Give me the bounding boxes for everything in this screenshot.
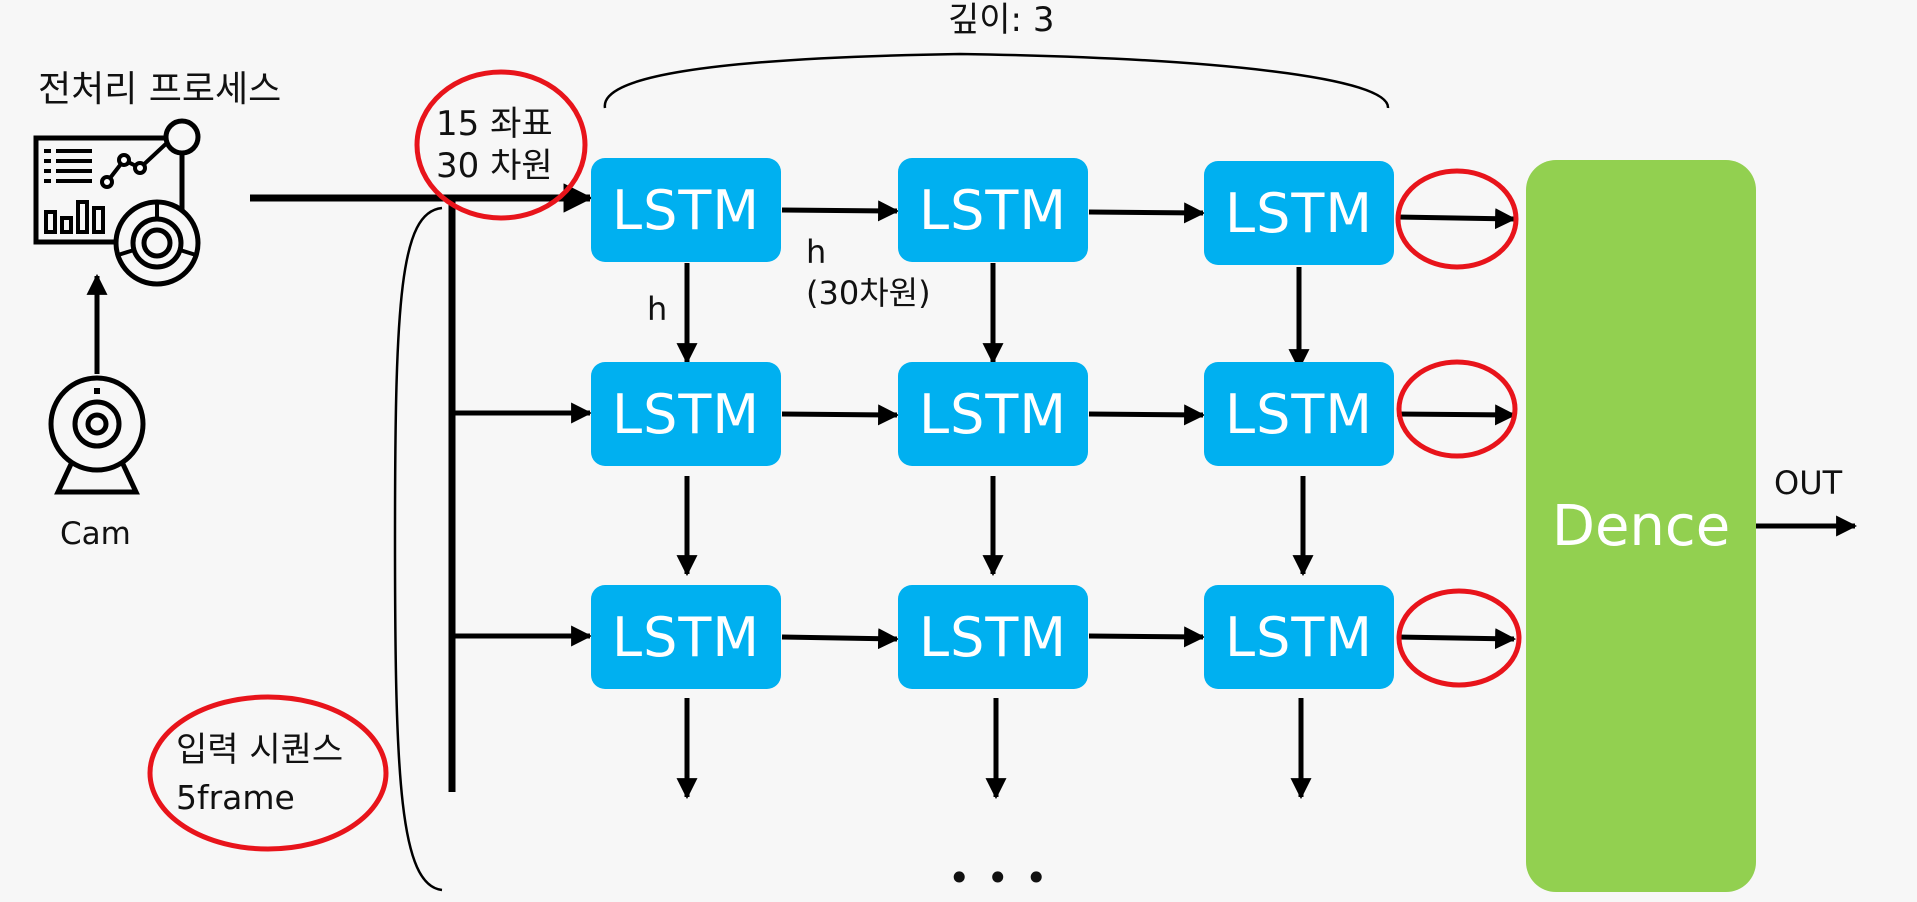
hidden-dim-line-2: (30차원) <box>806 274 931 312</box>
webcam-icon <box>48 375 146 495</box>
out-label: OUT <box>1774 464 1843 502</box>
output-highlight-row-1 <box>1395 168 1519 270</box>
lstm-cell: LSTM <box>898 158 1088 262</box>
cam-label: Cam <box>60 516 131 552</box>
input-note-line-1: 15 좌표 <box>436 104 553 144</box>
arrow-r1-c1-c2 <box>781 200 900 222</box>
arrow-out-row-2 <box>1396 404 1517 426</box>
hidden-dim-line-1: h <box>806 233 827 271</box>
input-note-line-2: 30 차원 <box>436 146 553 186</box>
arrow-r1-c2-c3 <box>1088 202 1206 224</box>
output-highlight-row-2 <box>1396 359 1518 459</box>
output-highlight-row-3 <box>1396 588 1522 688</box>
lstm-cell: LSTM <box>591 585 781 689</box>
lstm-cell: LSTM <box>898 585 1088 689</box>
lstm-cell: LSTM <box>898 362 1088 466</box>
ellipsis: • • • <box>948 856 1050 900</box>
arrow-out-row-1 <box>1396 208 1517 230</box>
preprocess-label: 전처리 프로세스 <box>38 69 282 110</box>
lstm-cell: LSTM <box>1204 585 1394 689</box>
arrow-r3-c2-c3 <box>1088 626 1206 648</box>
arrow-r2-c2-c3 <box>1088 404 1206 426</box>
sequence-brace <box>393 206 443 892</box>
input-dimension-highlight <box>414 69 588 221</box>
hidden-state-label: h <box>647 290 668 328</box>
lstm-cell: LSTM <box>1204 161 1394 265</box>
lstm-cell: LSTM <box>591 158 781 262</box>
arrow-out-row-3 <box>1396 628 1517 650</box>
dense-layer: Dence <box>1526 160 1756 892</box>
depth-brace <box>603 52 1390 109</box>
sequence-highlight <box>147 694 389 852</box>
lstm-cell: LSTM <box>1204 362 1394 466</box>
sequence-note-line-1: 입력 시퀀스 <box>176 730 344 770</box>
sequence-note-line-2: 5frame <box>176 778 295 817</box>
arrow-r3-c1-c2 <box>781 628 900 650</box>
depth-label: 깊이: 3 <box>948 0 1055 40</box>
arrow-r2-c1-c2 <box>781 404 900 426</box>
analytics-icon <box>33 118 201 287</box>
lstm-cell: LSTM <box>591 362 781 466</box>
